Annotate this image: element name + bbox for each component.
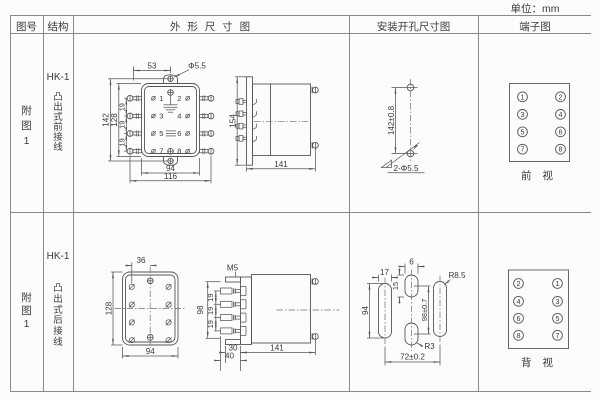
- dim-154: 154: [228, 114, 237, 128]
- dim-2phi55: 2-Φ5.5: [394, 164, 419, 173]
- dim-94-slot: 94: [361, 306, 370, 316]
- term-8: 8: [559, 145, 563, 154]
- dim-r85: R8.5: [448, 271, 466, 280]
- dim-94-rear: 94: [146, 347, 156, 356]
- terminal-diagram-rear: 2 4 6 8 1 3 5 7: [508, 269, 569, 349]
- dim-98: 98: [196, 305, 205, 315]
- term-r6: 6: [517, 314, 521, 323]
- dim-94: 94: [166, 164, 176, 173]
- table-left-border: [10, 15, 11, 392]
- term-r5: 5: [556, 314, 560, 323]
- header-structure: 结构: [47, 20, 69, 33]
- row2-model: HK-1: [46, 251, 70, 262]
- dim-19a: 19: [118, 103, 127, 111]
- term-2: 2: [559, 92, 563, 101]
- header-terminal: 端子图: [519, 20, 551, 33]
- col-line-4: [478, 15, 479, 392]
- header-outline: 外 形 尺 寸 图: [169, 20, 253, 33]
- install-slots-drawing: 17 94 6 15 98±0.7 72±0.2 R8.5 R3: [361, 257, 466, 366]
- dim-98-tol: 98±0.7: [420, 299, 429, 322]
- dim-17: 17: [380, 268, 390, 277]
- term-r8: 8: [517, 331, 521, 340]
- pin-6: 6: [177, 129, 181, 138]
- dim-141: 141: [274, 160, 288, 169]
- dim-142-tol: 142±0.8: [387, 105, 396, 135]
- terminal-row-1: [126, 94, 215, 102]
- terminal-diagram-front: 1 3 5 7 2 4 6 8: [509, 83, 570, 162]
- terminal-row-4: [126, 147, 215, 155]
- term-r4: 4: [517, 297, 521, 306]
- dim-19d: 19: [206, 293, 215, 301]
- table-top-border: [10, 15, 591, 16]
- install-holes-drawing: 142±0.8 2-Φ5.5: [380, 79, 425, 174]
- term-7: 7: [521, 145, 525, 154]
- pin-8: 8: [177, 147, 181, 156]
- row2-view-label: 背 视: [521, 356, 557, 369]
- col-line-1: [43, 15, 44, 392]
- side-view-drawing: 154 141: [228, 76, 319, 172]
- row1-model: HK-1: [46, 71, 70, 83]
- col-line-3: [349, 15, 350, 392]
- pin-4: 4: [177, 112, 181, 121]
- side-right-screws: [310, 86, 319, 149]
- dim-142: 142: [102, 113, 111, 127]
- term-5: 5: [521, 127, 525, 136]
- dim-phi55: Φ5.5: [188, 61, 206, 70]
- pin-7: 7: [159, 147, 163, 156]
- pin-3: 3: [159, 112, 163, 121]
- pin-2: 2: [177, 94, 181, 103]
- dim-19f: 19: [206, 320, 215, 328]
- dim-128-rear: 128: [105, 301, 114, 315]
- dim-53: 53: [147, 62, 157, 71]
- rear-side-view-drawing: M5: [196, 264, 340, 371]
- rear-screws: [128, 283, 172, 344]
- term-6: 6: [559, 127, 563, 136]
- term-1: 1: [521, 92, 525, 101]
- dim-36: 36: [136, 256, 146, 265]
- label-m5: M5: [227, 264, 239, 273]
- dim-128: 128: [110, 113, 119, 127]
- row-separator: [10, 212, 591, 213]
- dim-19b: 19: [118, 121, 127, 129]
- row1-fig-no: 附 图 1: [21, 105, 32, 147]
- dim-19e: 19: [206, 307, 215, 315]
- term-r1: 1: [556, 279, 560, 288]
- table-bottom-border: [10, 391, 591, 392]
- row2-fig-no: 附 图 1: [21, 292, 32, 330]
- pin-5: 5: [159, 129, 163, 138]
- unit-label: 单位：mm: [510, 3, 560, 15]
- front-view-drawing: 1 2 3 4 5 6 7 8: [126, 74, 215, 166]
- terminal-row-3: [126, 130, 215, 137]
- term-r2: 2: [517, 279, 521, 288]
- dim-141-rear: 141: [270, 343, 284, 352]
- dim-30: 30: [228, 343, 238, 352]
- dim-40: 40: [225, 351, 235, 360]
- rear-studs: [220, 287, 241, 335]
- term-r7: 7: [556, 331, 560, 340]
- dim-19c: 19: [118, 138, 127, 146]
- row1-view-label: 前 视: [521, 170, 557, 182]
- dim-15: 15: [391, 282, 400, 290]
- header-bottom-border: [10, 33, 591, 34]
- dim-6: 6: [409, 257, 414, 266]
- dim-72-tol: 72±0.2: [400, 352, 425, 361]
- rear-right-screws: [310, 278, 319, 340]
- rear-view-drawing: 36 128 94: [105, 256, 186, 359]
- pin-1: 1: [159, 94, 163, 103]
- header-fig-no: 图号: [16, 20, 37, 33]
- dim-r3: R3: [424, 342, 435, 351]
- term-r3: 3: [556, 297, 560, 306]
- front-view-dimensions: 53 Φ5.5 142 128 19 19 19 94: [102, 61, 212, 184]
- row2-structure: 凸 出 式 后 接 线: [53, 283, 63, 348]
- dim-116: 116: [164, 172, 177, 181]
- term-4: 4: [559, 110, 563, 119]
- terminal-row-2: [126, 112, 215, 120]
- col-line-2: [73, 15, 74, 392]
- row1-structure: 凸 出 式 前 接 线: [53, 91, 63, 153]
- term-3: 3: [521, 110, 525, 119]
- header-install: 安装开孔尺寸图: [376, 20, 451, 33]
